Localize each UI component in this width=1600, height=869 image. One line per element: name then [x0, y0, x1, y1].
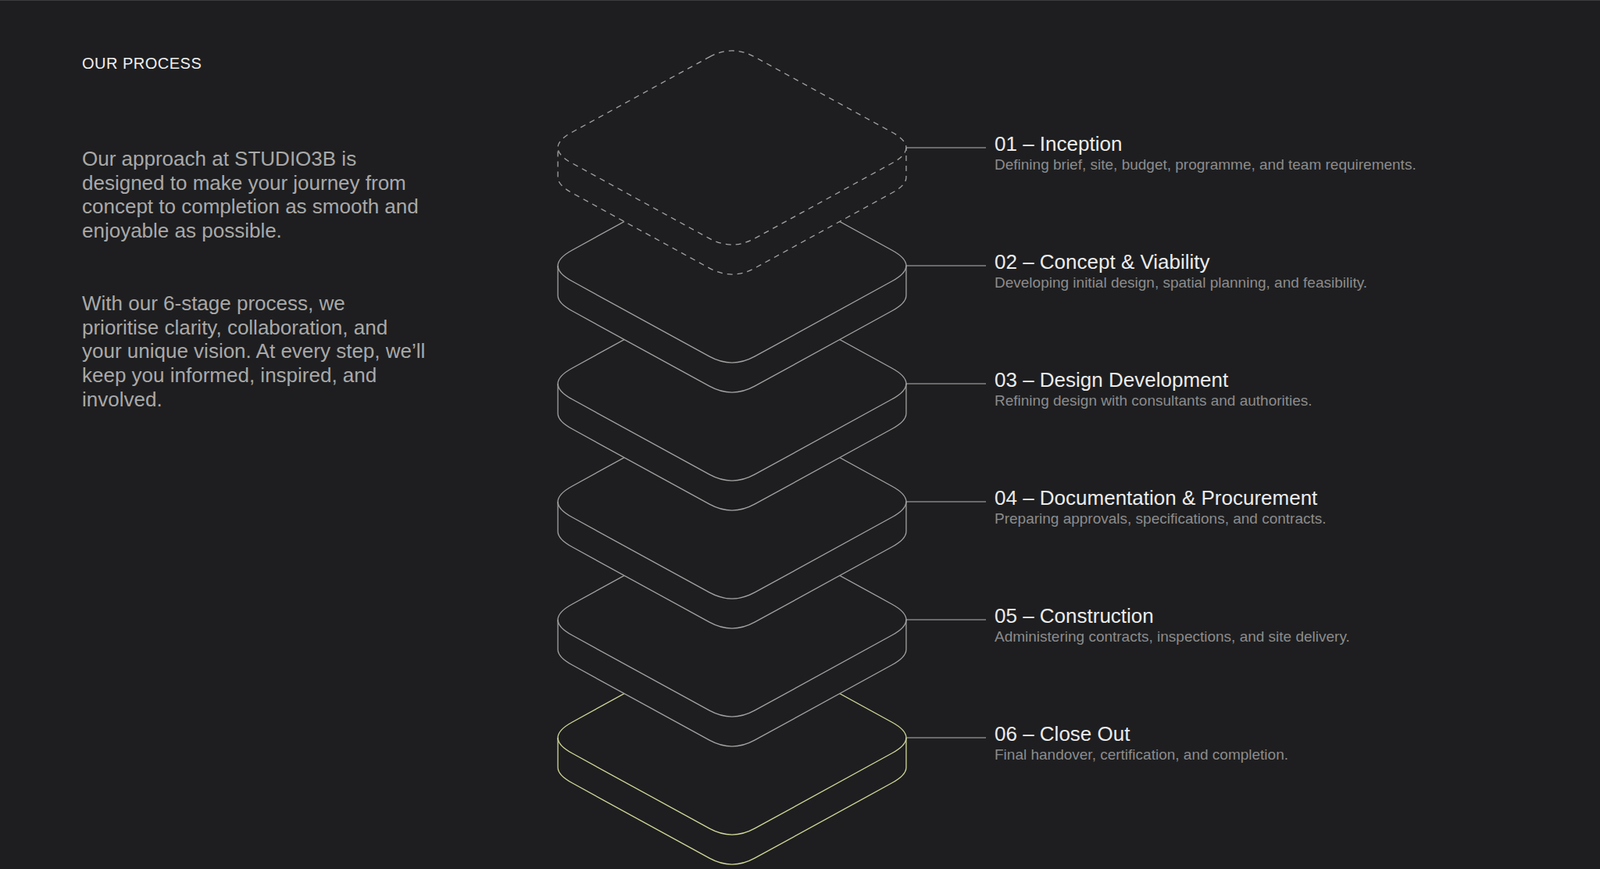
stage-layer	[557, 50, 986, 275]
stage-description: Defining brief, site, budget, programme,…	[994, 155, 1417, 175]
stage-label: 04 – Documentation & ProcurementPreparin…	[994, 485, 1327, 529]
stage-label: 02 – Concept & ViabilityDeveloping initi…	[994, 250, 1368, 293]
leader-line	[906, 736, 986, 738]
top-border	[0, 0, 1600, 1]
stage-heading: 05 – Construction	[994, 603, 1350, 628]
intro-paragraph: Our approach at STUDIO3B is designed to …	[82, 146, 426, 243]
section-title: OUR PROCESS	[82, 54, 202, 73]
stage-description: Preparing approvals, specifications, and…	[994, 509, 1327, 529]
stage-heading: 01 – Inception	[994, 132, 1417, 156]
leader-line	[906, 264, 986, 266]
stage-heading: 02 – Concept & Viability	[994, 250, 1368, 274]
leader-line	[906, 618, 986, 620]
stage-description: Refining design with consultants and aut…	[994, 391, 1313, 411]
layer-edge	[557, 265, 907, 363]
leader-line	[906, 500, 986, 502]
stage-label: 03 – Design DevelopmentRefining design w…	[994, 367, 1313, 411]
layer-edge	[557, 619, 907, 717]
stage-label: 06 – Close OutFinal handover, certificat…	[994, 721, 1289, 765]
leader-line	[906, 146, 986, 148]
stage-heading: 04 – Documentation & Procurement	[994, 485, 1327, 510]
layer-edge	[557, 737, 907, 835]
stage-description: Developing initial design, spatial plann…	[994, 273, 1368, 293]
stage-description: Administering contracts, inspections, an…	[994, 627, 1350, 647]
layer-edge	[557, 147, 907, 245]
stage-heading: 06 – Close Out	[994, 721, 1289, 746]
layer-edge	[557, 501, 907, 599]
stage-heading: 03 – Design Development	[994, 367, 1313, 392]
stage-label: 01 – InceptionDefining brief, site, budg…	[994, 132, 1417, 175]
leader-line	[906, 382, 986, 384]
layer-edge	[557, 383, 907, 481]
layer-outline	[557, 50, 907, 275]
stage-label: 05 – ConstructionAdministering contracts…	[994, 603, 1350, 647]
intro-paragraph: With our 6-stage process, we prioritise …	[82, 291, 426, 412]
stage-description: Final handover, certification, and compl…	[994, 745, 1289, 765]
